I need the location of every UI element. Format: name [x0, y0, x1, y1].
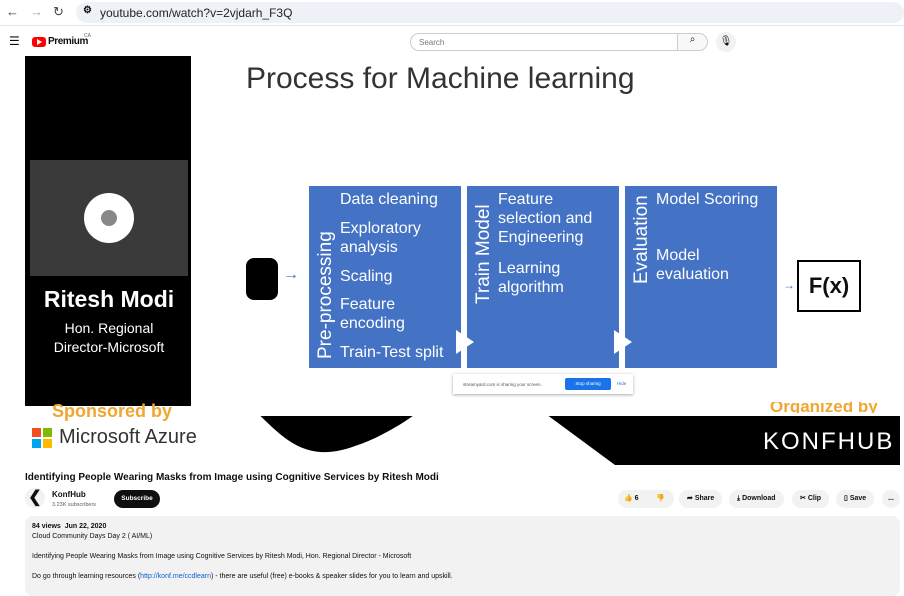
speaker-panel: Ritesh Modi Hon. Regional Director-Micro…	[25, 56, 193, 376]
mic-icon: 🎙	[719, 36, 733, 47]
chevron-icon	[456, 330, 474, 354]
stage-label: Train Model	[473, 204, 494, 304]
description-line: Cloud Community Days Day 2 ( AI/ML)	[32, 533, 153, 540]
download-button[interactable]: ⤓ Download	[729, 490, 784, 508]
stage-item: Feature selection and Engineering	[498, 191, 593, 246]
stage-item: Scaling	[340, 268, 393, 285]
stage-item: Train-Test split	[340, 344, 444, 361]
microsoft-logo-icon	[32, 428, 52, 448]
clip-label: Clip	[807, 495, 822, 502]
logo-text[interactable]: Premium	[48, 36, 88, 47]
arrow-icon: →	[783, 278, 795, 292]
description-text: ) - there are useful (free) e-books & sp…	[211, 573, 453, 580]
stage-preprocessing: Pre-processing Data cleaning Exploratory…	[309, 186, 461, 368]
download-label: Download	[742, 495, 776, 502]
slide: Process for Machine learning → Pre-proce…	[191, 56, 900, 416]
channel-name[interactable]: KonfHub	[52, 490, 86, 499]
stage-item: Feature encoding	[340, 296, 405, 332]
screen-share-notice: streamyard.com is sharing your screen. S…	[453, 374, 633, 394]
country-code: CA	[84, 33, 91, 39]
url-text: youtube.com/watch?v=2vjdarh_F3Q	[100, 6, 293, 20]
subscribe-button[interactable]: Subscribe	[114, 490, 160, 508]
share-button[interactable]: ➦ Share	[679, 490, 723, 508]
mic-button[interactable]: 🎙	[716, 32, 736, 52]
reload-icon[interactable]: ↻	[53, 4, 64, 19]
site-settings-icon[interactable]: ⚙	[83, 5, 92, 16]
stop-sharing-button[interactable]: Stop sharing	[565, 378, 611, 390]
address-bar[interactable]: ⚙ youtube.com/watch?v=2vjdarh_F3Q	[76, 2, 904, 23]
share-label: Share	[694, 495, 715, 502]
organized-by-text: Organized by	[770, 402, 878, 413]
organizer-logo: KONFHUB	[763, 428, 895, 455]
stage-item: Learning algorithm	[498, 260, 564, 296]
slide-title: Process for Machine learning	[246, 62, 635, 95]
youtube-logo-icon[interactable]	[32, 37, 46, 47]
channel-avatar[interactable]: ❮	[25, 488, 45, 508]
save-button[interactable]: ▯ Save	[836, 490, 875, 508]
menu-icon[interactable]: ☰	[9, 34, 20, 48]
save-label: Save	[849, 495, 867, 502]
subscriber-count: 3.23K subscribers	[52, 502, 97, 508]
sponsor-name: Microsoft Azure	[59, 426, 197, 448]
upload-date: Jun 22, 2020	[64, 523, 107, 530]
search-input[interactable]: Search	[410, 33, 678, 51]
stage-label: Evaluation	[631, 195, 652, 284]
learning-resources-link[interactable]: http://konf.me/ccdlearn	[140, 573, 211, 580]
back-icon[interactable]: ←	[6, 4, 19, 19]
description-line: Identifying People Wearing Masks from Im…	[32, 553, 412, 560]
search-icon: ⌕	[689, 34, 696, 45]
video-player[interactable]: Ritesh Modi Hon. Regional Director-Micro…	[25, 56, 900, 465]
output-box: F(x)	[797, 260, 861, 312]
more-actions-button[interactable]: ...	[882, 490, 900, 508]
bookmark-icon: ▯	[844, 495, 848, 502]
share-icon: ➦	[687, 495, 693, 502]
speaker-title: Hon. Regional Director-Microsoft	[53, 320, 165, 355]
hide-button[interactable]: Hide	[617, 381, 627, 386]
speaker-camera	[30, 160, 188, 276]
view-count: 84 views	[32, 523, 61, 530]
avatar-icon	[84, 193, 134, 243]
description-box[interactable]: 84 views Jun 22, 2020 Cloud Community Da…	[25, 516, 900, 596]
stage-item: Exploratory analysis	[340, 220, 421, 256]
stage-evaluation: Evaluation Model Scoring Model evaluatio…	[625, 186, 777, 368]
dislike-button[interactable]: 👎	[656, 490, 665, 508]
video-title: Identifying People Wearing Masks from Im…	[25, 472, 439, 483]
description-line: Do go through learning resources (http:/…	[32, 572, 893, 582]
thumbs-up-icon: 👍	[624, 495, 633, 502]
like-count: 6	[634, 495, 639, 502]
speaker-name: Ritesh Modi	[43, 286, 175, 312]
arrow-icon: →	[283, 266, 299, 283]
like-dislike-group: 👍 6 👎	[618, 490, 674, 508]
search-button[interactable]: ⌕	[678, 33, 708, 51]
sponsored-by-text: Sponsored by	[52, 401, 173, 421]
stage-item: Data cleaning	[340, 191, 438, 208]
forward-icon[interactable]: →	[30, 4, 43, 19]
stage-item: Model Scoring	[656, 191, 759, 208]
like-button[interactable]: 👍 6	[624, 490, 639, 508]
chevron-icon	[614, 330, 632, 354]
thumbs-down-icon: 👎	[656, 495, 665, 502]
database-icon	[246, 258, 278, 300]
stage-item: Model evaluation	[656, 247, 729, 283]
stage-train-model: Train Model Feature selection and Engine…	[467, 186, 619, 368]
share-notice-text: streamyard.com is sharing your screen.	[463, 382, 542, 387]
youtube-header: ☰ Premium CA	[0, 27, 904, 55]
download-icon: ⤓	[737, 495, 741, 502]
scissors-icon: ✂	[800, 495, 806, 502]
stage-label: Pre-processing	[315, 231, 336, 359]
clip-button[interactable]: ✂ Clip	[792, 490, 830, 508]
search-placeholder: Search	[419, 38, 445, 47]
browser-toolbar: ← → ↻ ⚙ youtube.com/watch?v=2vjdarh_F3Q	[0, 0, 904, 26]
description-text: Do go through learning resources (	[32, 573, 141, 580]
view-stats: 84 views Jun 22, 2020	[32, 522, 893, 532]
